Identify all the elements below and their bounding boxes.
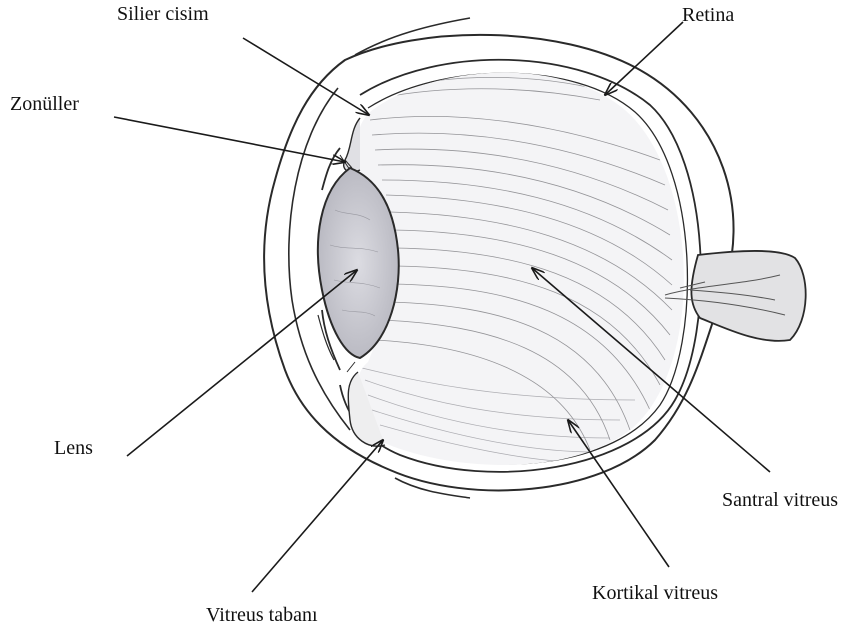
arrow-zonuller — [114, 117, 345, 162]
label-retina: Retina — [682, 5, 734, 25]
label-zonuller: Zonüller — [10, 94, 79, 114]
label-vitreus-tabani: Vitreus tabanı — [206, 605, 318, 625]
arrow-vitreus-tabani — [252, 440, 383, 592]
label-silier-cisim: Silier cisim — [117, 4, 209, 24]
label-lens: Lens — [54, 438, 93, 458]
label-santral-vitreus: Santral vitreus — [722, 490, 838, 510]
label-kortikal-vitreus: Kortikal vitreus — [592, 583, 718, 603]
